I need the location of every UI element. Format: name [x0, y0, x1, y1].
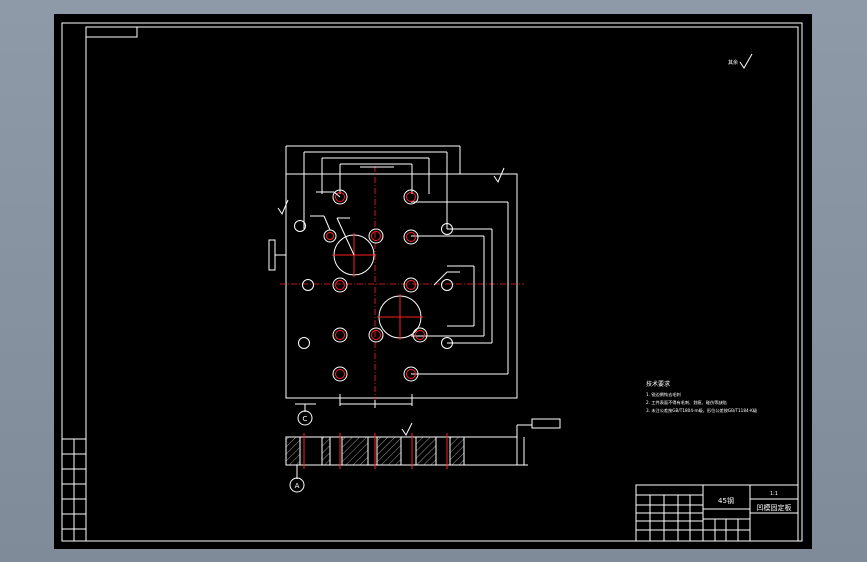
- roughness-mark-left: [277, 199, 289, 216]
- cad-drawing: 其余: [61, 22, 803, 542]
- roughness-mark-right: [493, 167, 505, 184]
- section-view: A: [285, 418, 561, 493]
- leaders: [310, 191, 460, 286]
- technical-requirements: 技术要求 1. 锐边倒钝去毛刺 2. 工件表面不得有毛刺、划痕、碰伤等缺陷 3.…: [646, 380, 758, 414]
- part-name: 凹模固定板: [757, 503, 792, 512]
- plan-view: C: [268, 145, 524, 426]
- roughness-symbol-top: 其余: [728, 53, 753, 69]
- section-marker-c: C: [295, 403, 316, 426]
- svg-text:C: C: [303, 415, 308, 423]
- section-marker-a: A: [289, 465, 305, 493]
- tech-note-3: 3. 未注公差按GB/T1804-m级，形位公差按GB/T1184-K级: [646, 407, 758, 414]
- pin-holes: [294, 220, 453, 349]
- drawing-sheet: 其余: [54, 14, 812, 549]
- scale-label: 1:1: [770, 491, 778, 497]
- screw-hole-group: [323, 189, 428, 382]
- flatness-callout: [531, 418, 561, 429]
- code-box: [85, 26, 138, 38]
- svg-text:A: A: [295, 482, 300, 490]
- tech-note-1: 1. 锐边倒钝去毛刺: [646, 391, 681, 398]
- left-strip-table: [61, 438, 87, 542]
- tech-title: 技术要求: [646, 380, 670, 388]
- holes: [294, 189, 453, 382]
- left-dimension: [268, 239, 286, 271]
- title-block: 45钢 凹模固定板 1:1: [635, 484, 799, 542]
- right-dimensions: [411, 201, 509, 375]
- bottom-dimensions: [339, 394, 413, 408]
- tech-note-2: 2. 工件表面不得有毛刺、划痕、碰伤等缺陷: [646, 399, 727, 406]
- inner-border: [85, 26, 799, 542]
- material-label: 45钢: [718, 496, 734, 505]
- roughness-label: 其余: [728, 59, 738, 66]
- top-dimensions: [285, 145, 461, 229]
- plate-outline: [285, 173, 518, 399]
- roughness-mark-section: [401, 422, 413, 436]
